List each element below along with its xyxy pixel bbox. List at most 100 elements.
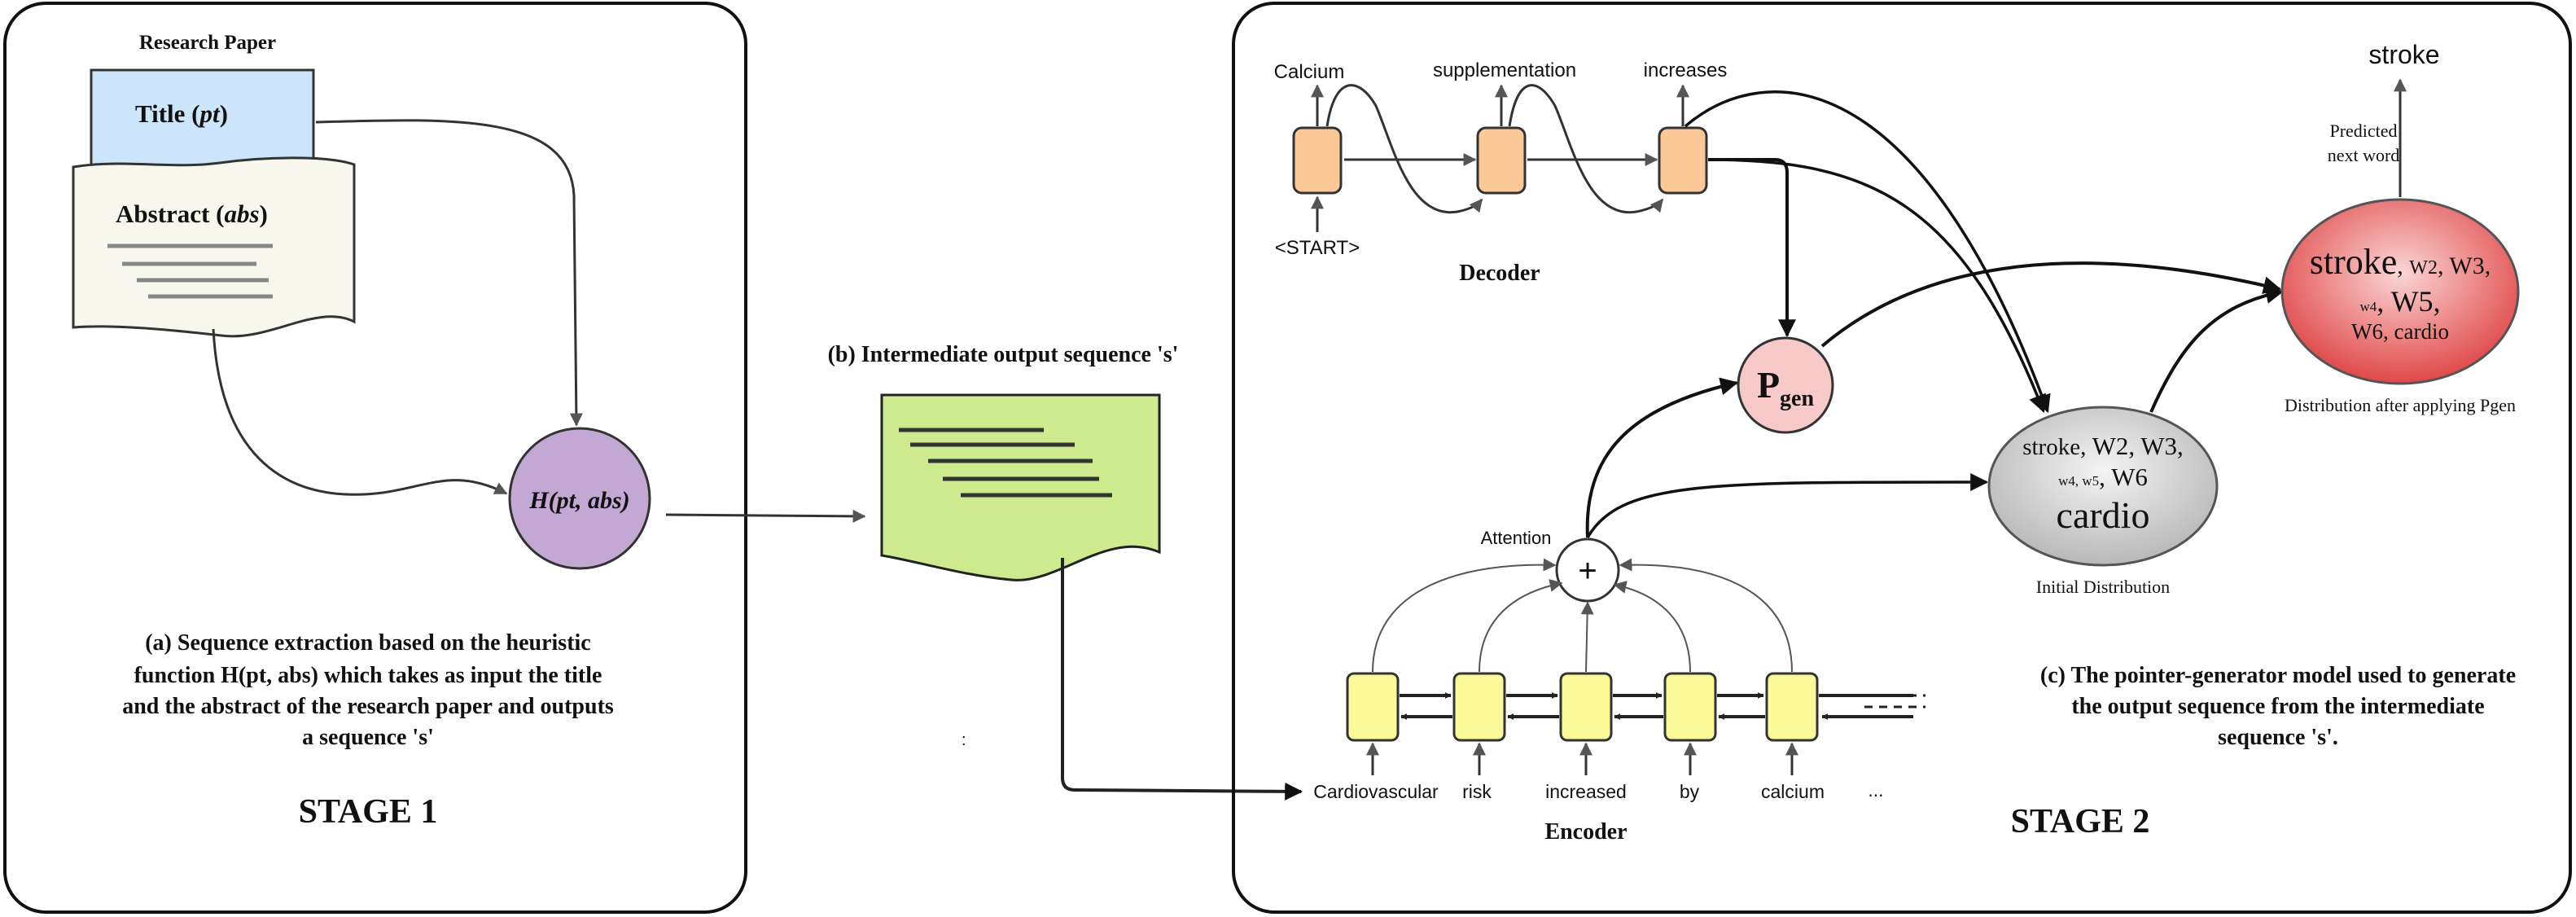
heuristic-node	[508, 427, 651, 570]
research-paper-label: Research Paper	[139, 32, 276, 54]
decoder-connections	[1325, 84, 1664, 214]
encoder-input-3: increased	[1545, 781, 1627, 802]
final-distribution-caption: Distribution after applying Pgen	[2285, 395, 2516, 415]
svg-text:Title (pt): Title (pt)	[135, 99, 228, 128]
title-doc-var: pt	[198, 99, 221, 128]
intermediate-text-lines	[899, 428, 1112, 498]
encoder-cell-5	[1765, 672, 1819, 742]
heuristic-label: H(pt, abs)	[528, 487, 629, 514]
stage2-panel	[1232, 2, 2572, 914]
stage2-caption-line-3: sequence 's'.	[2218, 725, 2338, 750]
stage2-caption: (c) The pointer-generator model used to …	[2040, 663, 2516, 750]
encoder-cell-2	[1452, 672, 1506, 742]
initial-line2-a: w4	[2058, 473, 2075, 489]
decoder-output-arrows	[1311, 84, 1689, 232]
final-line1-c: W2	[2409, 257, 2438, 279]
abstract-doc-var: abs	[224, 200, 259, 228]
encoder-input-5: calcium	[1761, 781, 1825, 802]
stage1-caption: (a) Sequence extraction based on the heu…	[122, 630, 614, 750]
initial-line1-a: stroke,	[2022, 434, 2092, 460]
svg-text:Abstract (abs): Abstract (abs)	[116, 200, 268, 228]
stage1-caption-line-2: function H(pt, abs) which takes as input…	[134, 663, 602, 688]
stage2-caption-line-2: the output sequence from the intermediat…	[2071, 694, 2484, 719]
stage2-label: STAGE 2	[2011, 803, 2150, 840]
initial-to-final-arrow	[2149, 286, 2285, 413]
attention-to-initial-arrow	[1586, 472, 1989, 538]
intermediate-label: (b) Intermediate output sequence 's'	[828, 342, 1179, 367]
attention-symbol: +	[1578, 553, 1597, 589]
abstract-document: Abstract (abs)	[72, 156, 356, 338]
initial-line3: cardio	[2057, 494, 2150, 536]
decoder-cell-1	[1292, 126, 1343, 195]
attention-to-pgen-arrow	[1585, 377, 1739, 538]
encoder-input-6: ...	[1868, 779, 1883, 801]
encoder-input-2: risk	[1462, 781, 1492, 802]
predicted-label-2: next word	[2328, 145, 2400, 165]
abstract-text-lines	[107, 244, 273, 299]
svg-text:Pgen: Pgen	[1757, 364, 1815, 411]
decoder-cells	[1292, 126, 1708, 195]
abstract-to-heuristic-arrow	[212, 328, 508, 496]
pgen-main: P	[1757, 364, 1780, 406]
encoder-label: Encoder	[1544, 819, 1627, 845]
decoder-output-2: supplementation	[1433, 59, 1576, 81]
final-line2-a: w4	[2359, 299, 2377, 314]
stage1-label: STAGE 1	[299, 793, 438, 831]
encoder-cells	[1346, 672, 1819, 742]
decoder-to-initial-arrow-2	[1684, 90, 2051, 414]
initial-line1-b: W2, W3,	[2092, 432, 2184, 460]
decoder-cell-2	[1476, 126, 1527, 195]
svg-text:w4, w5, W6: w4, w5, W6	[2058, 463, 2148, 491]
intermediate-to-encoder-arrow	[1061, 558, 1303, 801]
encoder-input-arrows	[1366, 742, 1798, 775]
abstract-doc-label: Abstract (	[116, 200, 224, 228]
stage2-caption-line-1: (c) The pointer-generator model used to …	[2040, 663, 2516, 688]
encoder-input-4: by	[1680, 781, 1700, 802]
decoder-cell-3	[1658, 126, 1708, 195]
final-line2-b: , W5,	[2377, 285, 2440, 318]
encoder-connections	[1400, 692, 1913, 720]
final-line1-d: , W3,	[2438, 252, 2491, 279]
stray-mark: :	[962, 731, 966, 749]
svg-text:w4, W5,: w4, W5,	[2359, 285, 2440, 318]
stage1-caption-line-1: (a) Sequence extraction based on the heu…	[145, 630, 591, 656]
decoder-to-pgen-arrow	[1708, 158, 1796, 338]
title-to-heuristic-arrow	[315, 119, 583, 427]
final-distribution-node	[2280, 198, 2520, 385]
encoder-cell-4	[1663, 672, 1717, 742]
decoder-output-1: Calcium	[1274, 61, 1345, 83]
svg-text:stroke, W2, W3,: stroke, W2, W3,	[2310, 242, 2491, 282]
stage1-caption-line-3: and the abstract of the research paper a…	[122, 694, 614, 719]
predicted-label-1: Predicted	[2329, 121, 2397, 141]
decoder-start-token: <START>	[1275, 237, 1360, 259]
encoder-continuation-dashes	[1864, 694, 1925, 709]
pgen-to-final-arrow	[1820, 261, 2282, 348]
final-line1-b: ,	[2397, 252, 2409, 279]
final-line1-a: stroke	[2310, 242, 2398, 282]
encoder-attention-arrows	[1372, 558, 1793, 673]
attention-label: Attention	[1481, 528, 1552, 548]
initial-line2-c: w5	[2082, 473, 2099, 489]
final-line3: W6, cardio	[2351, 319, 2449, 344]
pgen-sub: gen	[1780, 386, 1814, 411]
decoder-label: Decoder	[1459, 261, 1540, 286]
initial-line2-b: ,	[2075, 473, 2083, 489]
predicted-word: stroke	[2368, 40, 2439, 69]
stage1-caption-line-4: a sequence 's'	[302, 725, 434, 750]
attention-node	[1555, 537, 1620, 603]
encoder-cell-1	[1346, 672, 1400, 742]
title-doc-close: )	[220, 99, 228, 128]
encoder-cell-3	[1559, 672, 1613, 742]
pgen-node	[1737, 336, 1834, 434]
heuristic-to-intermediate-arrow	[665, 509, 866, 523]
title-doc-label: Title (	[135, 99, 200, 128]
decoder-to-initial-arrow-1	[1707, 158, 2047, 414]
initial-distribution-node	[1987, 406, 2219, 567]
initial-line2-d: , W6	[2099, 463, 2148, 491]
decoder-output-3: increases	[1644, 59, 1728, 81]
abstract-doc-close: )	[260, 200, 268, 228]
svg-text:stroke, W2, W3,: stroke, W2, W3,	[2022, 432, 2184, 460]
encoder-input-1: Cardiovascular	[1313, 781, 1439, 802]
intermediate-document	[880, 393, 1161, 581]
